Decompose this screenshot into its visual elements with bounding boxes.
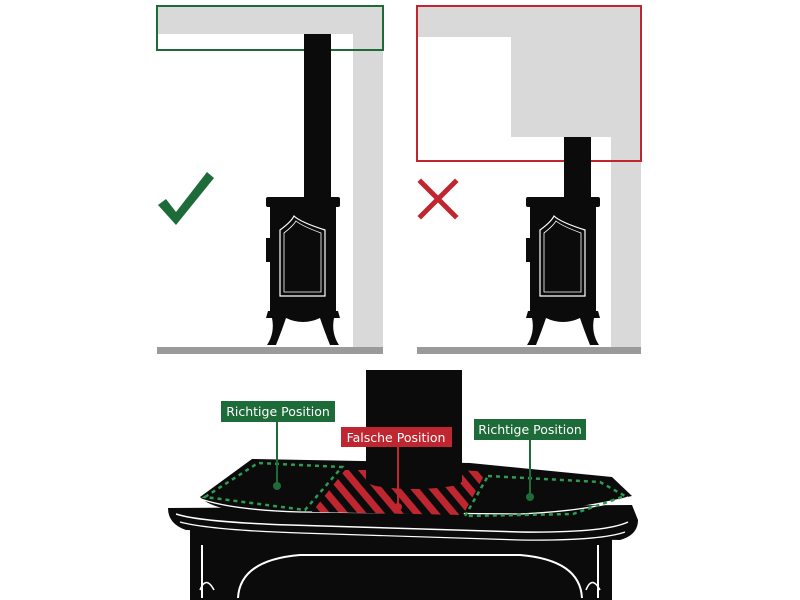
leaders [273,421,534,511]
zone-correct-right [462,474,629,518]
stove-body [190,530,612,600]
label-correct-left-text: Richtige Position [226,404,330,419]
stove-right [526,197,600,345]
label-wrong-center-text: Falsche Position [347,430,446,445]
wall-right [417,6,641,347]
floor-right [417,347,641,354]
floor-left [157,347,383,354]
label-correct-right-text: Richtige Position [478,422,582,437]
checkmark-icon [158,172,214,225]
ceiling-frame-correct [156,5,384,51]
stove-pipe-left [304,34,331,199]
panel-wrong [416,5,642,354]
cross-icon [417,178,459,220]
label-wrong-center: Falsche Position [341,427,452,447]
label-correct-left: Richtige Position [221,401,335,422]
panel-correct [156,5,384,354]
label-correct-right: Richtige Position [474,419,586,440]
ceiling-frame-wrong [416,5,642,162]
wall-left [157,6,383,347]
stove-pipe-closeup [366,370,462,482]
stove-left [266,197,340,345]
stove-pipe-right [564,137,591,199]
zone-correct-left [201,461,345,512]
